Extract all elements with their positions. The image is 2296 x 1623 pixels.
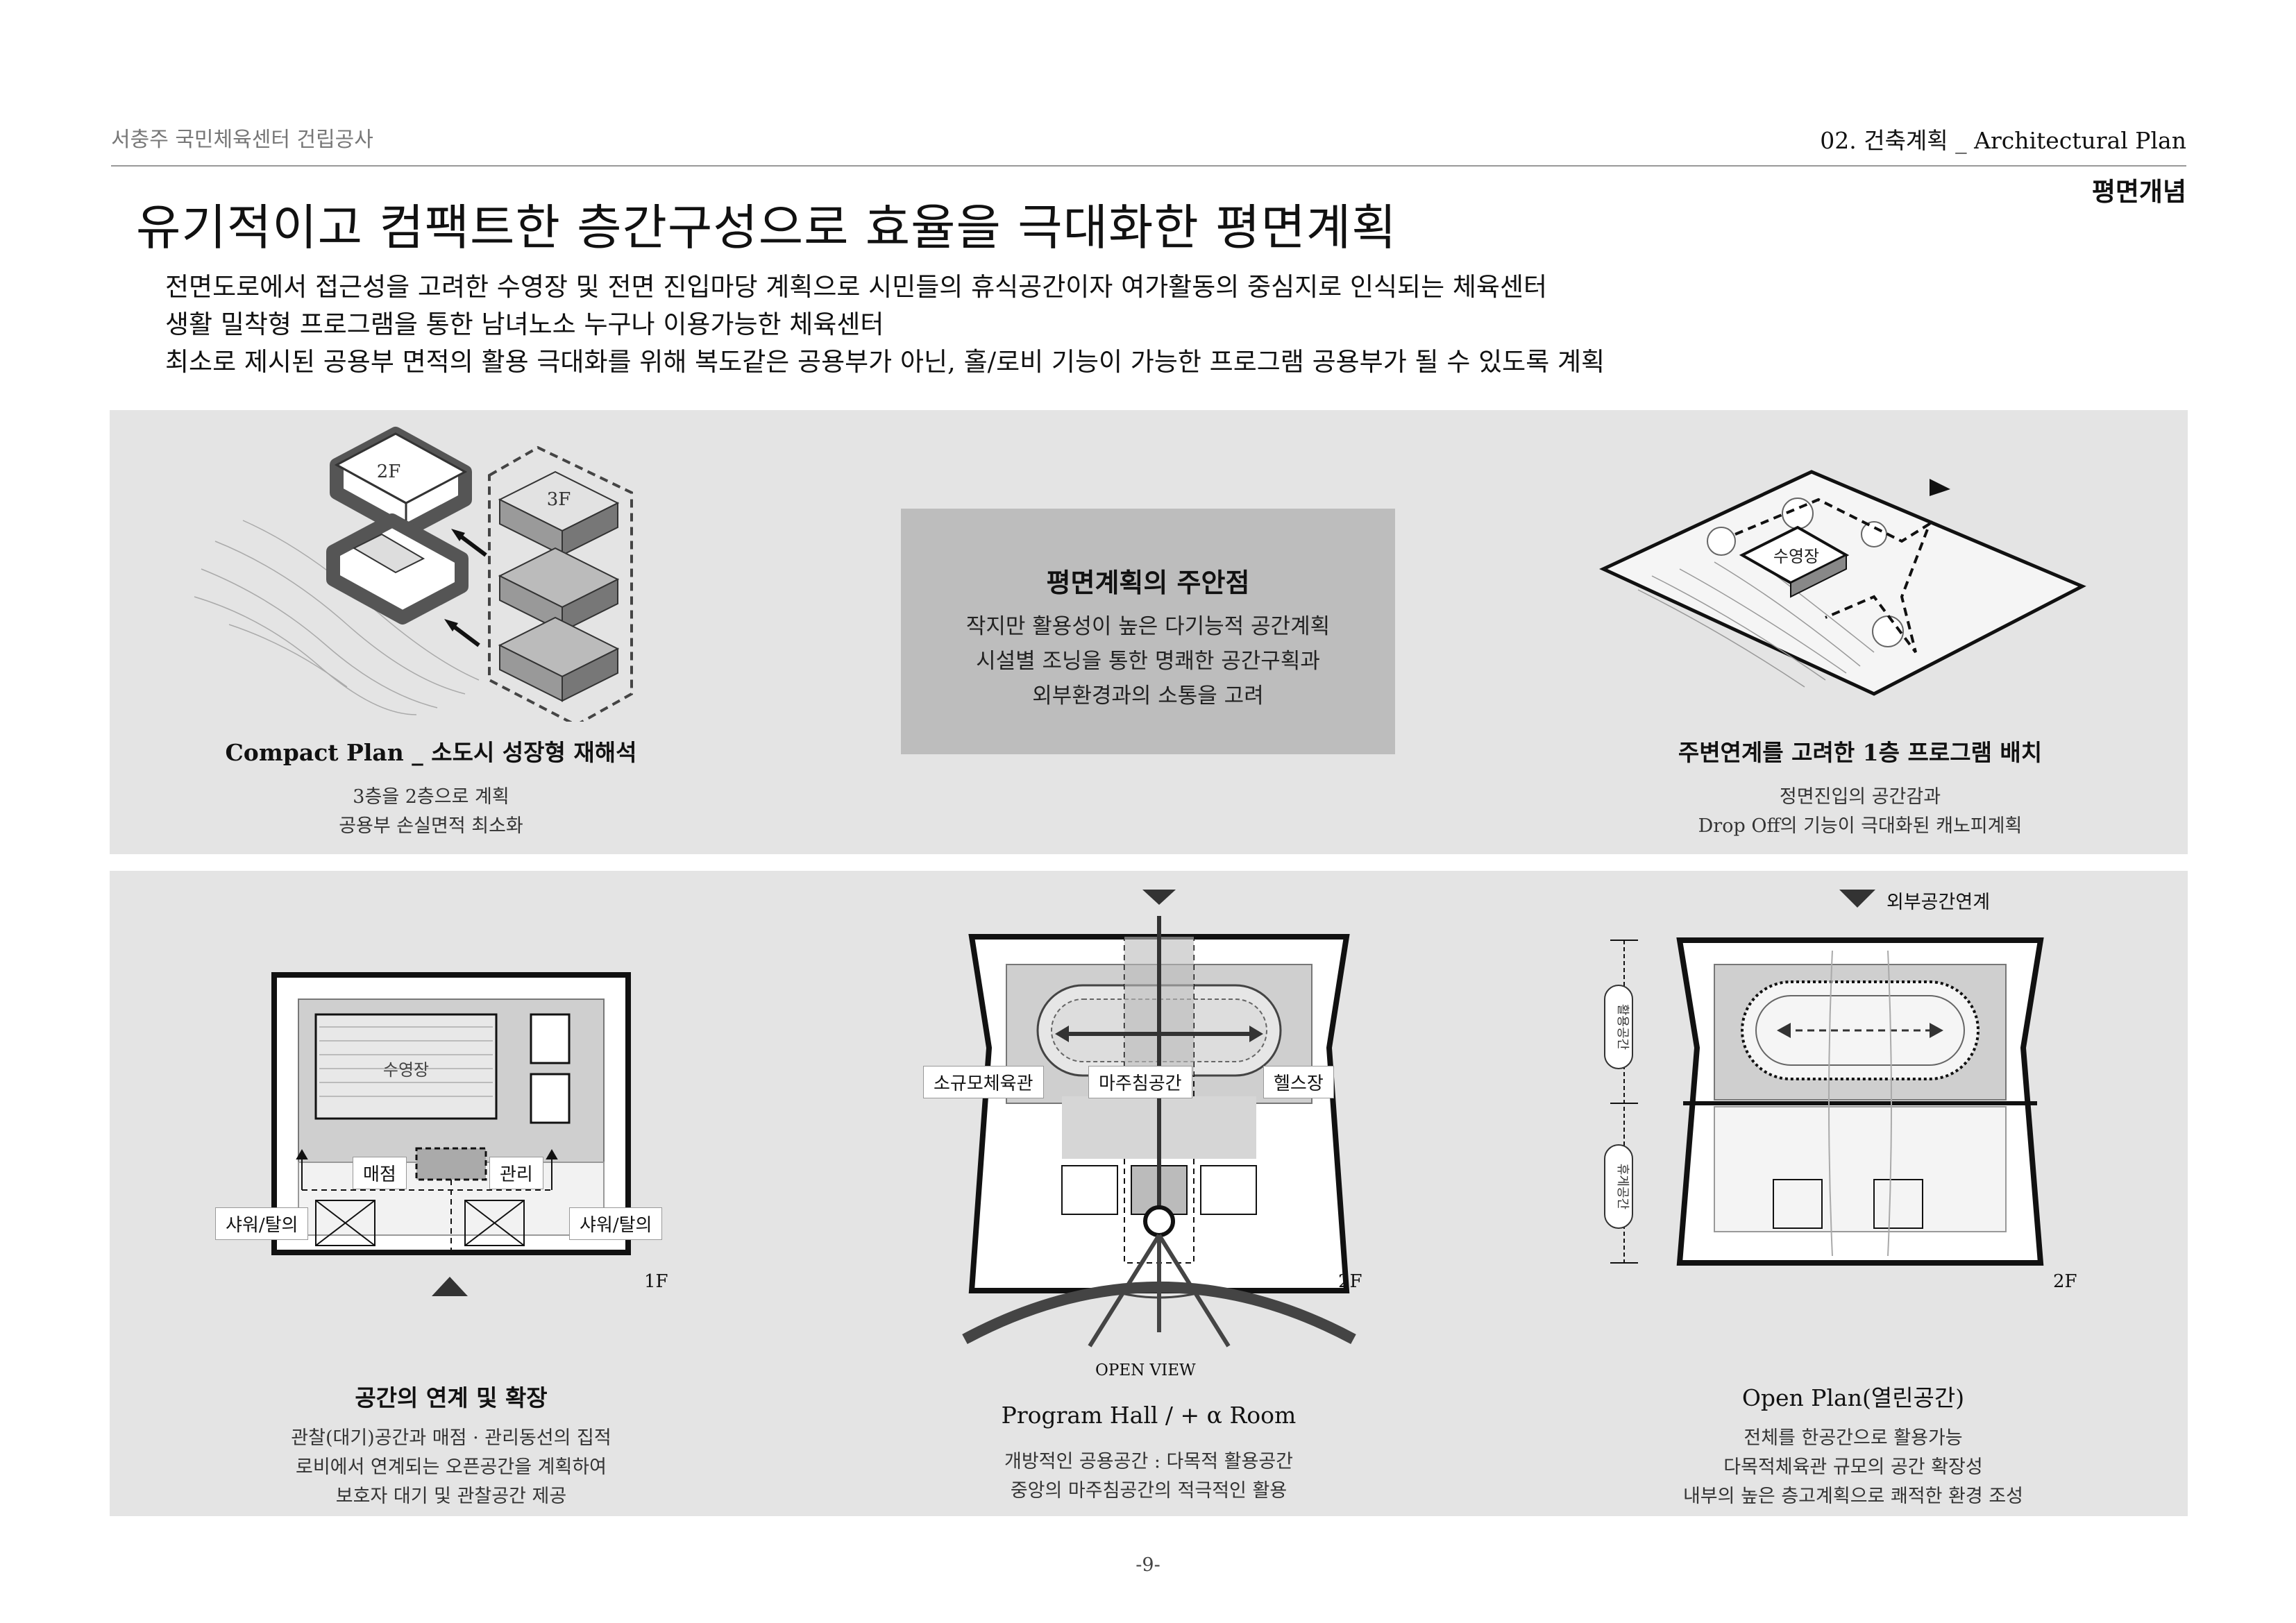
plan2-floor-label: 2F [1338,1271,1362,1292]
plan1-pool-label: 수영장 [383,1060,429,1080]
header-divider [111,165,2186,167]
compact-plan-caption: Compact Plan _ 소도시 성장형 재해석 [225,739,637,766]
plan1-desc-1: 관찰(대기)공간과 매점 · 관리동선의 집적 [291,1427,611,1449]
site-program-desc-2: Drop Off의 기능이 극대화된 캐노피계획 [1698,815,2023,837]
chapter-title: 02. 건축계획 _ Architectural Plan [1820,127,2186,154]
plan2-desc-2: 중앙의 마주침공간의 적극적인 활용 [1010,1480,1288,1502]
plan1-floor-label: 1F [644,1271,668,1292]
site-program-desc-1: 정면진입의 공간감과 [1779,786,1941,808]
site-program-caption: 주변연계를 고려한 1층 프로그램 배치 [1678,739,2043,766]
plan-2f-open-plan-diagram: 활용공간 휴게공간 [1604,937,2044,1266]
plan3-caption: Open Plan(열린공간) [1741,1384,1965,1411]
plan2-caption: Program Hall / + α Room [1001,1402,1297,1429]
key-point-1: 작지만 활용성이 높은 다기능적 공간계획 [965,614,1331,639]
key-points-box: 평면계획의 주안점 작지만 활용성이 높은 다기능적 공간계획 시설별 조닝을 … [901,509,1395,754]
open-view-label: OPEN VIEW [1095,1361,1196,1379]
lead-line-1: 전면도로에서 접근성을 고려한 수영장 및 전면 진입마당 계획으로 시민들의 … [165,272,1548,302]
compact-plan-desc-1: 3층을 2층으로 계획 [353,786,509,808]
lead-line-2: 생활 밀착형 프로그램을 통한 남녀노소 누구나 이용가능한 체육센터 [165,309,884,339]
plan1-shower-right-label: 샤워/탈의 [569,1207,663,1240]
plan2-desc-1: 개방적인 공용공간 : 다목적 활용공간 [1004,1451,1294,1472]
plan3-desc-2: 다목적체육관 규모의 공간 확장성 [1723,1456,1983,1478]
outer-link-arrow-icon [1839,890,1875,908]
plan1-caption: 공간의 연계 및 확장 [355,1384,548,1411]
use-space-label: 활용공간 [1615,1004,1630,1050]
plan-2f-program-hall-diagram [962,890,1356,1348]
plan2-health-label: 헬스장 [1263,1066,1334,1098]
plan2-meeting-space-label: 마주침공간 [1088,1066,1192,1098]
plan1-shower-left-label: 샤워/탈의 [215,1207,309,1240]
outer-link-label: 외부공간연계 [1886,892,1991,913]
plan1-office-label: 관리 [489,1157,543,1189]
key-point-3: 외부환경과의 소통을 고려 [1032,683,1264,708]
plan1-desc-3: 보호자 대기 및 관찰공간 제공 [335,1486,567,1507]
site-pool-label: 수영장 [1773,547,1819,566]
plan-1f-diagram: 수영장 [271,972,631,1255]
label-3f: 3F [547,489,571,510]
lead-line-3: 최소로 제시된 공용부 면적의 활용 극대화를 위해 복도같은 공용부가 아닌,… [165,347,1605,377]
key-point-2: 시설별 조닝을 통한 명쾌한 공간구획과 [976,649,1320,674]
entry-arrow-icon [432,1277,468,1296]
plan1-shop-label: 매점 [353,1157,407,1189]
page-title: 유기적이고 컴팩트한 층간구성으로 효율을 극대화한 평면계획 [136,199,1397,256]
plan3-desc-1: 전체를 한공간으로 활용가능 [1744,1427,1963,1449]
rest-space-label: 휴게공간 [1615,1164,1630,1209]
page-number: -9- [1136,1554,1160,1576]
plan2-gym-label: 소규모체육관 [923,1066,1044,1098]
site-axonometric-diagram: 수영장 [1599,470,2086,696]
section-tag: 평면개념 [2091,176,2186,207]
plan3-desc-3: 내부의 높은 층고계획으로 쾌적한 환경 조성 [1682,1486,2024,1507]
compact-plan-diagram: 2F 3F [194,427,633,722]
label-2f: 2F [377,461,401,482]
plan3-floor-label: 2F [2053,1271,2077,1292]
compact-plan-desc-2: 공용부 손실면적 최소화 [339,815,523,837]
project-name: 서충주 국민체육센터 건립공사 [111,128,373,152]
key-points-title: 평면계획의 주안점 [1046,567,1250,598]
plan1-desc-2: 로비에서 연계되는 오픈공간을 계획하여 [295,1456,607,1478]
